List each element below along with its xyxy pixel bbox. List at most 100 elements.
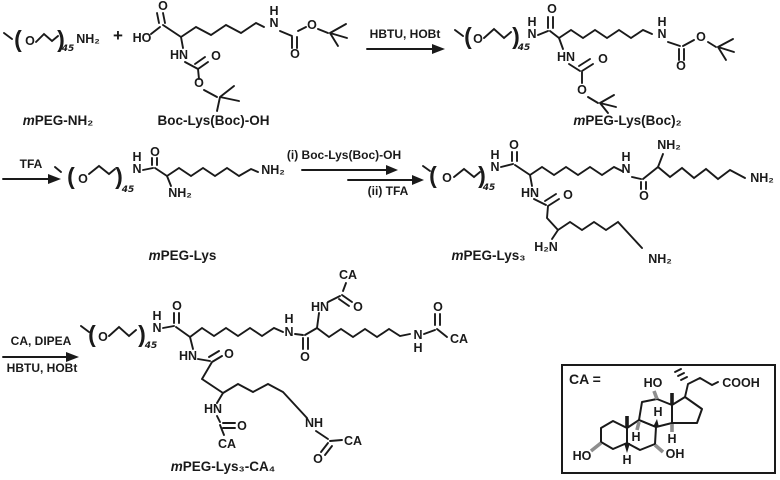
atom-o: O xyxy=(313,452,323,466)
chain-bonds xyxy=(180,21,265,38)
atom-n: N xyxy=(269,16,278,30)
polymer-paren-open: ( xyxy=(88,321,96,347)
amide-bonds xyxy=(142,157,172,187)
alpha2-ca-bonds xyxy=(327,282,353,307)
atom-n: N xyxy=(527,27,536,41)
reaction-arrow-4 xyxy=(2,352,79,362)
repeat-subscript: 45 xyxy=(61,44,75,54)
chain-bonds xyxy=(558,28,653,40)
epsilon-boc-bonds xyxy=(667,38,735,61)
atom-h: H xyxy=(413,341,422,355)
atom-o: O xyxy=(194,76,204,90)
peg-bonds xyxy=(54,164,116,176)
polymer-paren-open: ( xyxy=(464,23,472,49)
repeat-subscript: 45 xyxy=(517,43,531,53)
reagent-step3-ii: (ii) TFA xyxy=(367,184,409,198)
bold-wedge-h5 xyxy=(624,443,630,453)
compound-label-boc-lys-boc-oh: Boc-Lys(Boc)-OH xyxy=(157,113,270,128)
atom-o: O xyxy=(547,2,557,16)
atom-o: O xyxy=(676,59,686,73)
atom-o: O xyxy=(639,189,649,203)
alpha-boc-bonds xyxy=(184,56,240,112)
lys3-chain xyxy=(557,220,643,249)
atom-o: O xyxy=(598,52,608,66)
lys3-chain xyxy=(222,382,308,419)
ring-d xyxy=(671,396,703,424)
atom-n: N xyxy=(657,27,666,41)
atom-h: H xyxy=(622,453,631,467)
structure-mpeg-lys: ( O ) 45 H N O NH₂ NH₂ xyxy=(54,145,285,200)
atom-nh2: NH₂ xyxy=(76,32,100,46)
ca-definition-inset: CA = HO COOH HO OH H H H H xyxy=(561,364,776,474)
eps2-ca-bonds xyxy=(423,313,448,338)
repeat-subscript: 45 xyxy=(144,341,158,351)
alpha-boc-bonds xyxy=(568,58,617,114)
atom-oh: OH xyxy=(666,447,685,461)
atom-hn: HN xyxy=(179,349,197,363)
atom-nh: NH xyxy=(305,416,323,430)
stereo-methyl-hash xyxy=(674,368,688,381)
eps3-ca-bonds xyxy=(315,430,343,456)
reaction-arrow-2 xyxy=(2,174,61,184)
arrow-head xyxy=(48,174,61,184)
atom-o: O xyxy=(353,300,363,314)
bond xyxy=(3,32,59,43)
atom-o: O xyxy=(211,49,221,63)
compound-label-mpeg-lys3: mPEG-Lys₃ xyxy=(451,248,526,263)
arrow-head-upper xyxy=(386,165,398,175)
atom-n: N xyxy=(152,321,161,335)
arrow-head xyxy=(66,352,79,362)
structure-mpeg-lys3: ( O ) 45 H N O HN H N O NH₂ NH₂ O H₂N NH… xyxy=(422,138,774,266)
atom-nh2: NH₂ xyxy=(657,138,681,152)
atom-o: O xyxy=(563,188,573,202)
atom-n: N xyxy=(132,162,141,176)
ca-substituent-label: CA xyxy=(339,268,357,282)
repeat-subscript: 45 xyxy=(482,183,496,193)
chain-bonds xyxy=(166,166,259,178)
arrow-head xyxy=(432,44,445,54)
atom-nh2: NH₂ xyxy=(168,186,192,200)
reaction-arrow-1 xyxy=(366,44,445,54)
atom-o: O xyxy=(172,299,182,313)
atom-ho: HO xyxy=(573,449,592,463)
alpha3-ca-bonds xyxy=(216,415,236,436)
atom-nh2: NH₂ xyxy=(648,252,672,266)
atom-ho: HO xyxy=(133,31,152,45)
atom-n: N xyxy=(284,325,293,339)
plus-sign: + xyxy=(113,26,123,45)
lys1-chain xyxy=(529,165,623,177)
atom-nh2: NH₂ xyxy=(750,171,774,185)
atom-h: H xyxy=(657,15,666,29)
structure-boc-lys-boc-oh: O HO HN H N O O O O xyxy=(133,0,348,112)
atom-h: H xyxy=(667,432,676,446)
bonds xyxy=(422,151,746,249)
atom-o: O xyxy=(442,171,452,185)
bonds xyxy=(54,157,259,187)
reagent-step1: HBTU, HOBt xyxy=(369,27,441,41)
reagent-step3-i: (i) Boc-Lys(Boc)-OH xyxy=(286,148,402,162)
reagent-step2: TFA xyxy=(19,157,43,171)
atom-o: O xyxy=(509,138,519,152)
polymer-paren-open: ( xyxy=(14,26,22,52)
atom-o: O xyxy=(237,419,247,433)
ca-substituent-label: CA xyxy=(218,437,236,451)
polymer-paren-open: ( xyxy=(67,163,75,189)
polymer-paren-close: ) xyxy=(115,163,123,189)
peg-bonds xyxy=(422,165,481,179)
atom-hn: HN xyxy=(204,402,222,416)
polymer-paren-open: ( xyxy=(429,162,437,188)
atom-n: N xyxy=(413,328,422,342)
peg-bonds xyxy=(80,325,137,338)
amide1-bonds xyxy=(500,151,533,187)
atom-h: H xyxy=(132,150,141,164)
bonds xyxy=(150,12,348,112)
peg-bonds xyxy=(454,27,512,40)
atom-h: H xyxy=(269,4,278,18)
compound-label-mpeg-lys3-ca4: mPEG-Lys₃-CA₄ xyxy=(170,459,276,474)
atom-nh2: NH₂ xyxy=(261,163,285,177)
atom-h: H xyxy=(490,148,499,162)
ring-a xyxy=(600,420,628,450)
side-chain xyxy=(684,376,719,398)
amide1-bonds xyxy=(162,312,194,350)
atom-h2n: H₂N xyxy=(534,240,558,254)
